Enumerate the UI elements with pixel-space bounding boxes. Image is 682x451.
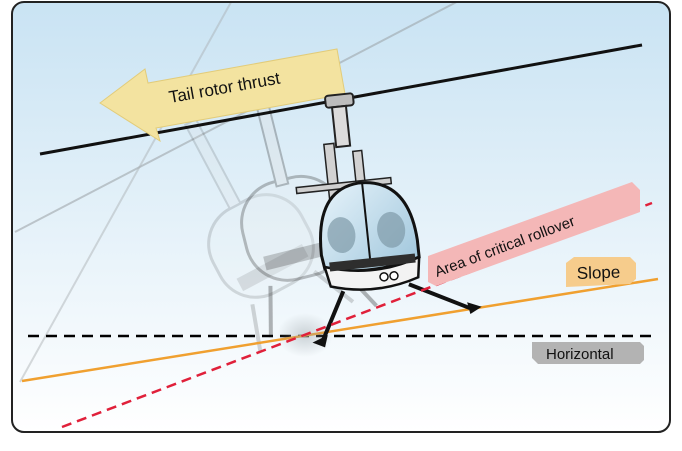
slope-tag: Slope xyxy=(566,257,636,287)
horizontal-tag: Horizontal xyxy=(532,342,644,364)
ghost-rotor-line-2 xyxy=(19,2,236,383)
ghost-rotor-line-1 xyxy=(14,2,471,233)
slope-label: Slope xyxy=(576,262,620,283)
tail-rotor-thrust-arrow: Tail rotor thrust xyxy=(99,48,346,143)
ghost-helicopter-2 xyxy=(183,117,355,352)
slope-line xyxy=(21,277,659,383)
frame-border xyxy=(11,1,671,433)
horizontal-label: Horizontal xyxy=(546,346,614,363)
helicopter-icon xyxy=(295,92,482,348)
left-arrow-icon xyxy=(99,48,346,143)
critical-rollover-line xyxy=(61,201,653,429)
